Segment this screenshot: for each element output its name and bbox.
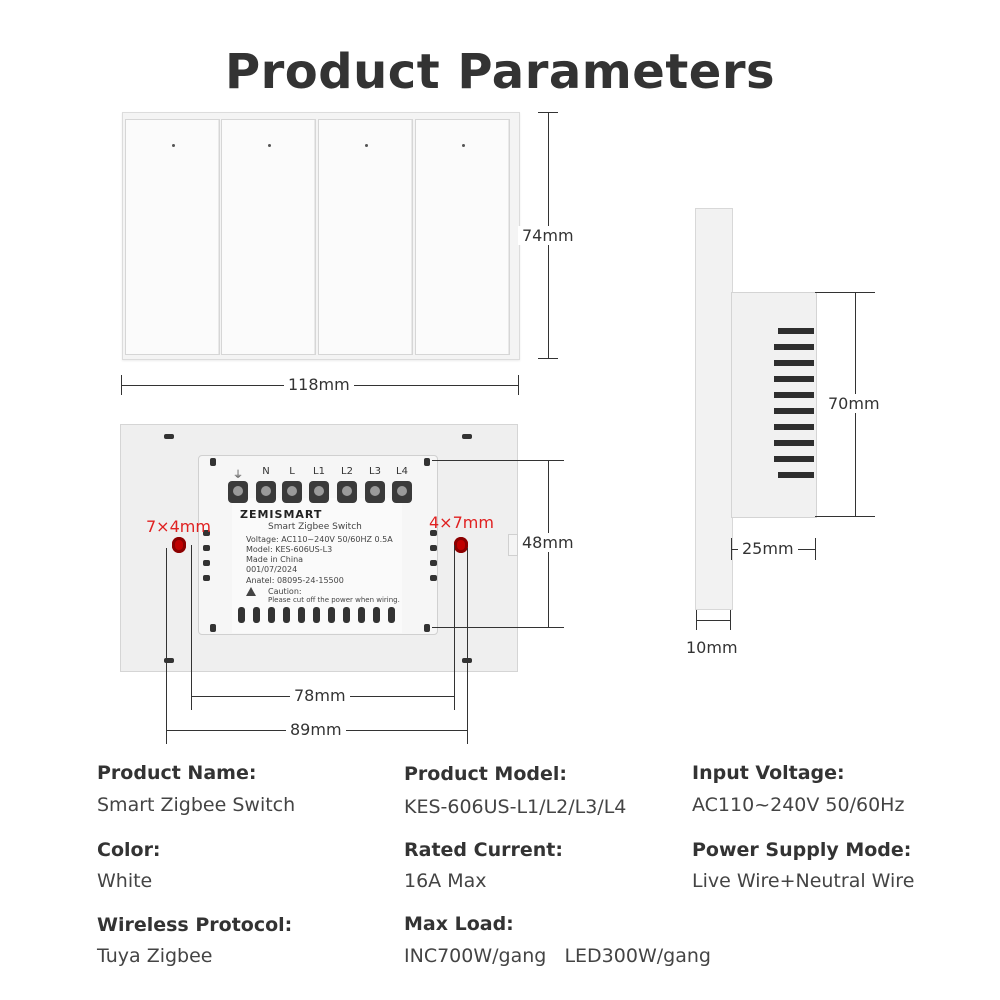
front-height-label: 74mm [518,226,578,245]
hole-outer-label: 89mm [286,720,346,739]
module-label-line: Anatel: 08095-24-15500 [246,576,344,585]
module-label-line: Voltage: AC110~240V 50/60HZ 0.5A [246,535,393,544]
terminal-label-l3: L3 [369,466,381,477]
input-voltage-value: AC110~240V 50/60Hz [692,794,905,816]
page-title: Product Parameters [224,44,776,100]
input-voltage-label: Input Voltage: [692,762,845,784]
module-label-line: 001/07/2024 [246,565,298,574]
gang-button-1 [125,119,220,355]
hole-left-label: 7×4mm [146,517,211,536]
terminal-screw [256,481,276,503]
terminal-label-l2: L2 [341,466,353,477]
module-label-line: Caution: [268,587,302,596]
gang-button-4 [415,119,510,355]
module-label-line: Model: KES-606US-L3 [246,545,333,554]
module-brand: ZEMISMART [240,508,323,521]
indicator-led [364,144,368,147]
terminal-screw [228,481,248,503]
switch-front-panel [122,112,520,360]
front-width-label: 118mm [284,375,354,394]
switch-side-body [731,292,817,518]
module-label-line: Please cut off the power when wiring. [268,596,400,604]
side-height-label: 70mm [824,394,884,413]
indicator-led [171,144,175,147]
side-depth-label: 25mm [738,539,798,558]
warning-icon [246,587,256,596]
product-model-label: Product Model: [404,763,567,785]
rated-current-value: 16A Max [404,870,487,892]
terminal-screw [392,481,412,503]
mounting-hole-left [172,537,186,553]
terminal-label-ground: ⏚ [233,470,243,481]
terminal-screw [365,481,385,503]
module-label-line: Smart Zigbee Switch [268,522,362,532]
color-label: Color: [97,839,161,861]
terminal-label-n: N [262,466,270,477]
power-supply-mode-label: Power Supply Mode: [692,839,912,861]
wireless-protocol-label: Wireless Protocol: [97,914,293,936]
terminal-screw [309,481,329,503]
wireless-protocol-value: Tuya Zigbee [97,945,213,967]
gang-button-3 [318,119,413,355]
product-name-label: Product Name: [97,762,257,784]
indicator-led [267,144,271,147]
power-supply-mode-value: Live Wire+Neutral Wire [692,870,915,892]
module-label-line: Made in China [246,555,304,564]
color-value: White [97,870,153,892]
terminal-screw [337,481,357,503]
rated-current-label: Rated Current: [404,839,563,861]
hole-inner-label: 78mm [290,686,350,705]
hole-right-label: 4×7mm [429,513,494,532]
max-load-label: Max Load: [404,913,514,935]
product-name-value: Smart Zigbee Switch [97,794,296,816]
terminal-label-l4: L4 [396,466,408,477]
gang-button-2 [221,119,316,355]
product-model-value: KES-606US-L1/L2/L3/L4 [404,796,627,818]
terminal-label-l: L [289,466,295,477]
terminal-label-l1: L1 [313,466,325,477]
terminal-screw [282,481,302,503]
mounting-hole-right [454,537,468,553]
side-plate-label: 10mm [682,638,742,657]
switch-side-plate [695,208,733,610]
indicator-led [461,144,465,147]
back-height-label: 48mm [518,533,578,552]
max-load-value: INC700W/gang LED300W/gang [404,945,711,967]
